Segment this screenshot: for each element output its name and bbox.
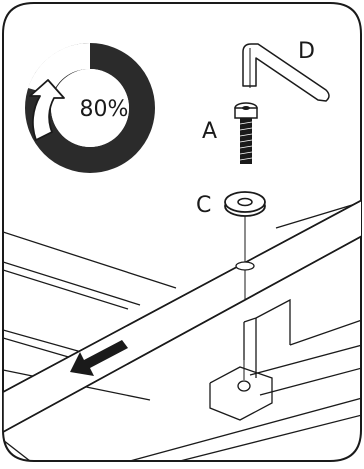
washer-icon <box>225 192 265 216</box>
progress-label: 80% <box>80 97 129 122</box>
part-label-c: C <box>196 193 211 218</box>
part-label-d: D <box>298 39 315 64</box>
board-hole <box>236 262 254 270</box>
bracket-hole <box>238 381 250 391</box>
part-label-a: A <box>202 119 217 144</box>
